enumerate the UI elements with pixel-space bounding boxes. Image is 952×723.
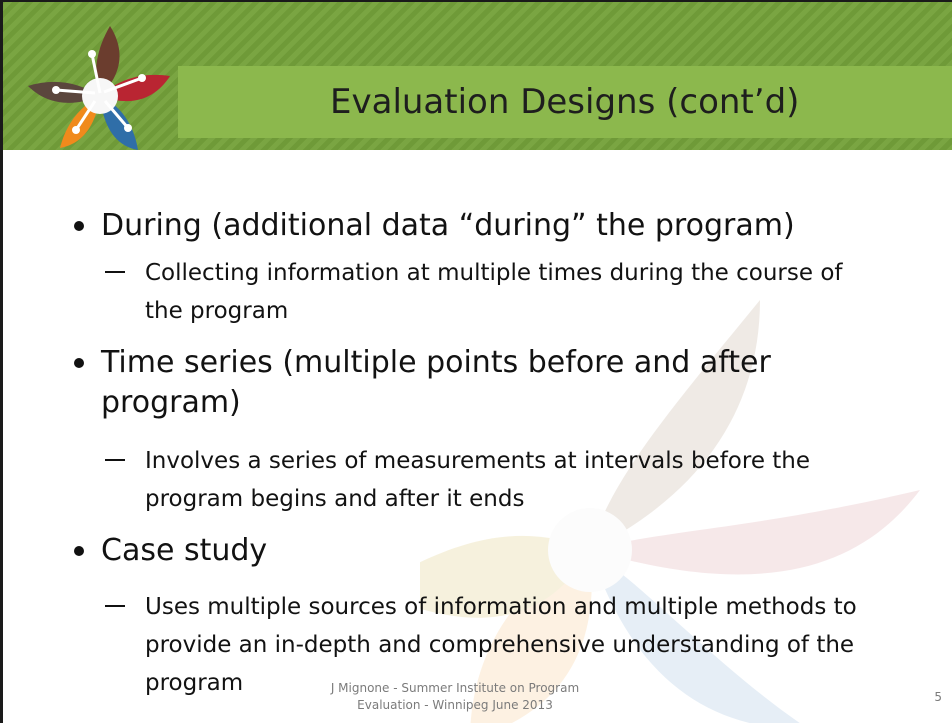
frame-left-border — [0, 0, 3, 723]
flower-watermark-icon — [420, 300, 920, 723]
page-number: 5 — [934, 690, 942, 704]
bullet-during: During (additional data “during” the pro… — [101, 208, 795, 243]
bullet-point-icon — [74, 358, 84, 368]
subbullet-dash-icon — [105, 459, 125, 461]
bullet-case-study: Case study — [101, 533, 268, 568]
slide-title: Evaluation Designs (cont’d) — [330, 82, 800, 122]
bullet-point-icon — [74, 546, 84, 556]
flower-logo-icon — [28, 26, 170, 150]
subitem-time-series: Involves a series of measurements at int… — [145, 448, 811, 512]
bullet-point-icon — [74, 221, 84, 231]
subitem-case-study: Uses multiple sources of information and… — [145, 594, 857, 696]
title-bar — [178, 66, 952, 138]
slide-footer: J Mignone - Summer Institute on Program … — [305, 680, 605, 714]
subbullet-dash-icon — [105, 271, 125, 273]
footer-line-2: Evaluation - Winnipeg June 2013 — [357, 698, 553, 712]
subbullet-dash-icon — [105, 605, 125, 607]
bullet-time-series: Time series (multiple points before and … — [101, 345, 771, 420]
footer-line-1: J Mignone - Summer Institute on Program — [330, 681, 580, 695]
frame-top-border — [0, 0, 952, 2]
subitem-during: Collecting information at multiple times… — [145, 260, 843, 324]
